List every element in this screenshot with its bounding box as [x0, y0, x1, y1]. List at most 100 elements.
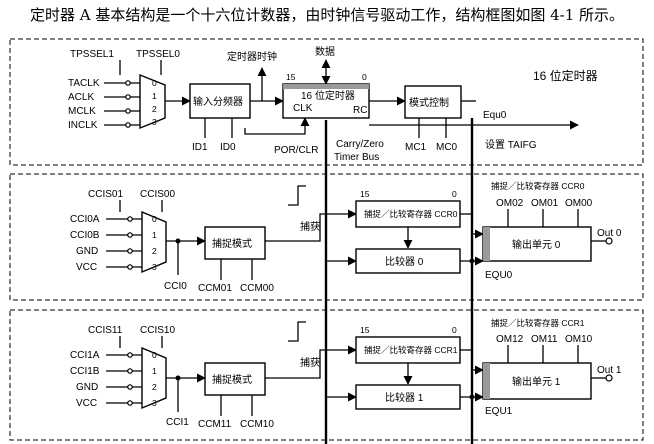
comparator-0: [355, 248, 461, 274]
timer-bus-label: Timer Bus: [334, 152, 379, 163]
ccr1-register-label: 捕捉／比较寄存器 CCR1: [364, 345, 458, 355]
comparator-0-label: 比较器 0: [385, 255, 424, 268]
set-taifg-label: 设置 TAIFG: [485, 139, 537, 151]
rc-label: RC: [353, 105, 367, 116]
ccr0-register: [355, 200, 461, 228]
carry-zero-label: Carry/Zero: [336, 139, 384, 150]
ccr1-register: [355, 336, 461, 364]
out0-label: Out 0: [597, 228, 622, 239]
ccr1-inputs: CCI1A CCI1B GND VCC: [70, 350, 142, 409]
output-unit-1: [482, 362, 592, 400]
ccr1-out-title: 捕捉／比较寄存器 CCR1: [491, 318, 585, 328]
ccr0-out-title: 捕捉／比较寄存器 CCR0: [491, 181, 585, 191]
inclk-label: INCLK: [68, 120, 98, 131]
svg-text:0: 0: [452, 325, 457, 335]
mc1-label: MC1: [405, 142, 427, 153]
cci1a-label: CCI1A: [70, 350, 100, 361]
ccr1-capture-mode: [204, 362, 266, 396]
om02-label: OM02: [496, 198, 524, 209]
svg-text:3: 3: [152, 117, 157, 127]
ccm10-label: CCM10: [240, 419, 274, 430]
svg-text:0: 0: [362, 72, 367, 82]
svg-text:3: 3: [152, 398, 157, 408]
mclk-label: MCLK: [68, 106, 96, 117]
timer-clock-label: 定时器时钟: [227, 50, 277, 63]
taclk-label: TACLK: [68, 78, 100, 89]
om10-label: OM10: [565, 334, 593, 345]
ccr1-capture-mode-label: 捕捉模式: [212, 373, 252, 386]
svg-text:15: 15: [360, 325, 370, 335]
out1-label: Out 1: [597, 365, 622, 376]
por-clr-label: POR/CLR: [274, 145, 318, 156]
svg-text:2: 2: [152, 382, 157, 392]
vcc0-label: VCC: [76, 262, 97, 273]
ccr0-inputs: CCI0A CCI0B GND VCC: [70, 214, 142, 273]
gnd0-label: GND: [76, 246, 98, 257]
mc0-label: MC0: [436, 142, 458, 153]
ccr0-capture-label: 捕获: [300, 220, 320, 233]
svg-text:3: 3: [152, 262, 157, 272]
input-divider: [189, 83, 251, 119]
input-divider-label: 输入分频器: [193, 95, 243, 108]
ccm00-label: CCM00: [240, 283, 274, 294]
tpssel0-label: TPSSEL0: [136, 49, 180, 60]
id1-label: ID1: [192, 142, 208, 153]
timer-clock-inputs: TACLK ACLK MCLK INCLK: [68, 78, 140, 131]
ccr1-edge-symbol: [288, 321, 306, 342]
output-unit-1-label: 输出单元 1: [512, 375, 561, 388]
ccr0-edge-symbol: [288, 185, 306, 206]
vcc1-label: VCC: [76, 398, 97, 409]
om00-label: OM00: [565, 198, 593, 209]
tpssel1-label: TPSSEL1: [70, 49, 114, 60]
svg-text:2: 2: [152, 104, 157, 114]
equ0-timer-label: Equ0: [483, 110, 507, 121]
svg-text:1: 1: [152, 366, 157, 376]
svg-text:1: 1: [152, 230, 157, 240]
mode-control-label: 模式控制: [409, 96, 449, 109]
ccis01-label: CCIS01: [88, 189, 123, 200]
ccis10-label: CCIS10: [140, 325, 175, 336]
equ1-label: EQU1: [485, 406, 513, 417]
svg-text:2: 2: [152, 246, 157, 256]
ccr0-capture-mode: [204, 226, 266, 260]
svg-text:0: 0: [152, 350, 157, 360]
svg-text:0: 0: [152, 214, 157, 224]
om11-label: OM11: [531, 334, 558, 345]
svg-text:0: 0: [452, 189, 457, 199]
mode-control: [404, 85, 462, 119]
ccis00-label: CCIS00: [140, 189, 175, 200]
data-label: 数据: [315, 45, 335, 58]
cci1-label: CCI1: [166, 417, 189, 428]
ccm01-label: CCM01: [198, 283, 232, 294]
output-unit-0-label: 输出单元 0: [512, 238, 561, 251]
cci0a-label: CCI0A: [70, 214, 100, 225]
ccr1-mux: [141, 346, 167, 410]
ccr1-capture-label: 捕获: [300, 356, 320, 369]
om01-label: OM01: [531, 198, 559, 209]
timer-title: 16 位定时器: [533, 68, 598, 83]
id0-label: ID0: [220, 142, 236, 153]
counter-label: 16 位定时器: [301, 89, 355, 102]
counter-16bit: [282, 83, 370, 119]
svg-text:1: 1: [152, 91, 157, 101]
ccr0-register-label: 捕捉／比较寄存器 CCR0: [364, 209, 458, 219]
aclk-label: ACLK: [68, 92, 94, 103]
cci0b-label: CCI0B: [70, 230, 100, 241]
ccis11-label: CCIS11: [88, 325, 123, 336]
om12-label: OM12: [496, 334, 524, 345]
figure-caption: 定时器 A 基本结构是一个十六位计数器，由时钟信号驱动工作，结构框图如图 4-1…: [29, 6, 625, 24]
ccm11-label: CCM11: [198, 419, 232, 430]
clk-label: CLK: [293, 103, 313, 114]
timer-mux: [139, 73, 166, 130]
cci0-label: CCI0: [164, 281, 187, 292]
cci1b-label: CCI1B: [70, 366, 100, 377]
ccr0-mux: [141, 210, 167, 274]
svg-text:15: 15: [360, 189, 370, 199]
comparator-1-label: 比较器 1: [385, 391, 424, 404]
equ0-label: EQU0: [485, 270, 513, 281]
comparator-1: [355, 384, 461, 410]
ccr0-capture-mode-label: 捕捉模式: [212, 237, 252, 250]
svg-text:0: 0: [152, 78, 157, 88]
svg-text:15: 15: [286, 72, 296, 82]
